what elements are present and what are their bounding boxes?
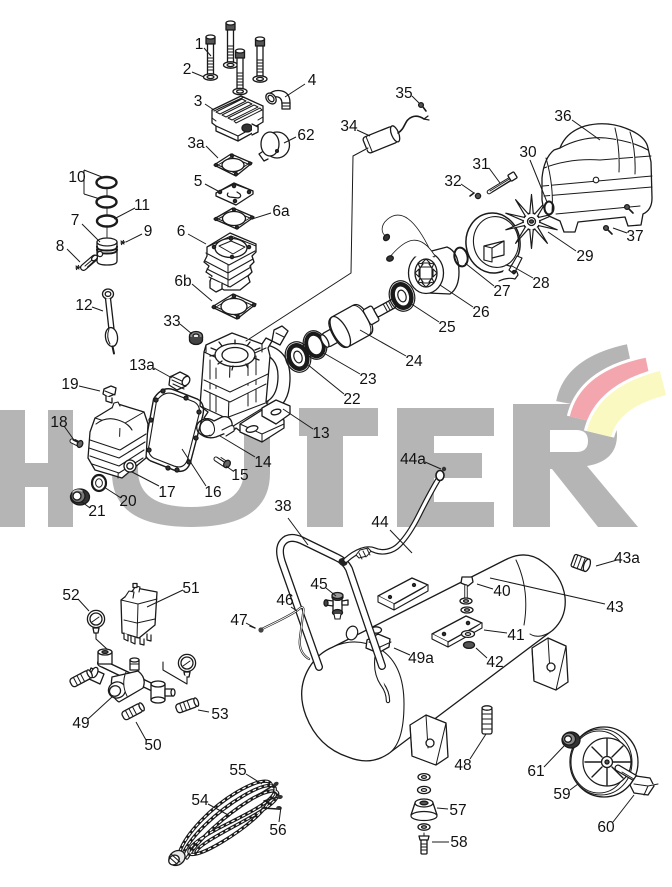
svg-text:41: 41 <box>507 627 524 644</box>
svg-text:49: 49 <box>72 715 89 732</box>
svg-text:1: 1 <box>195 36 204 53</box>
svg-text:37: 37 <box>626 228 643 245</box>
svg-text:60: 60 <box>597 819 615 836</box>
svg-text:10: 10 <box>68 169 86 186</box>
svg-text:47: 47 <box>230 612 247 629</box>
svg-text:50: 50 <box>144 737 162 754</box>
svg-text:4: 4 <box>308 72 317 89</box>
svg-text:36: 36 <box>554 108 571 125</box>
svg-text:53: 53 <box>211 706 228 723</box>
svg-text:12: 12 <box>75 297 92 314</box>
svg-text:15: 15 <box>231 467 248 484</box>
svg-text:59: 59 <box>553 786 570 803</box>
svg-text:46: 46 <box>276 592 293 609</box>
svg-text:40: 40 <box>493 583 511 600</box>
svg-text:21: 21 <box>88 503 105 520</box>
svg-text:44: 44 <box>371 514 389 531</box>
svg-text:27: 27 <box>493 283 510 300</box>
svg-text:3: 3 <box>194 93 203 110</box>
svg-text:18: 18 <box>50 414 67 431</box>
svg-text:6a: 6a <box>272 203 290 220</box>
svg-text:48: 48 <box>454 757 471 774</box>
svg-text:42: 42 <box>486 654 503 671</box>
svg-text:33: 33 <box>163 313 180 330</box>
svg-text:13: 13 <box>312 425 329 442</box>
svg-text:51: 51 <box>182 580 199 597</box>
svg-text:7: 7 <box>71 212 80 229</box>
svg-text:23: 23 <box>359 371 376 388</box>
svg-text:16: 16 <box>204 484 221 501</box>
svg-text:25: 25 <box>438 319 455 336</box>
svg-text:43a: 43a <box>614 550 640 567</box>
svg-text:19: 19 <box>61 376 78 393</box>
svg-text:49a: 49a <box>408 650 434 667</box>
svg-text:17: 17 <box>158 484 175 501</box>
svg-text:61: 61 <box>527 763 544 780</box>
svg-text:55: 55 <box>229 762 246 779</box>
svg-text:14: 14 <box>254 454 272 471</box>
svg-text:8: 8 <box>56 238 65 255</box>
svg-text:6: 6 <box>177 223 186 240</box>
svg-text:45: 45 <box>310 576 327 593</box>
svg-text:3a: 3a <box>187 135 205 152</box>
svg-text:22: 22 <box>343 391 360 408</box>
svg-text:24: 24 <box>405 353 423 370</box>
svg-text:62: 62 <box>297 127 314 144</box>
svg-text:29: 29 <box>576 248 593 265</box>
svg-text:43: 43 <box>606 599 623 616</box>
svg-text:20: 20 <box>119 493 137 510</box>
svg-text:28: 28 <box>532 275 549 292</box>
svg-text:6b: 6b <box>174 273 191 290</box>
svg-text:5: 5 <box>194 173 203 190</box>
svg-text:54: 54 <box>191 792 209 809</box>
svg-text:26: 26 <box>472 304 489 321</box>
svg-text:56: 56 <box>269 822 286 839</box>
svg-text:30: 30 <box>519 144 537 161</box>
svg-text:11: 11 <box>134 197 150 214</box>
svg-text:34: 34 <box>340 118 358 135</box>
svg-text:38: 38 <box>274 498 291 515</box>
svg-text:35: 35 <box>395 85 412 102</box>
svg-text:13a: 13a <box>129 357 155 374</box>
svg-text:32: 32 <box>444 173 461 190</box>
svg-text:57: 57 <box>449 802 466 819</box>
svg-text:58: 58 <box>450 834 467 851</box>
svg-text:52: 52 <box>62 587 79 604</box>
svg-text:9: 9 <box>144 223 153 240</box>
svg-text:2: 2 <box>183 61 192 78</box>
svg-text:31: 31 <box>472 156 489 173</box>
svg-text:44a: 44a <box>400 451 426 468</box>
